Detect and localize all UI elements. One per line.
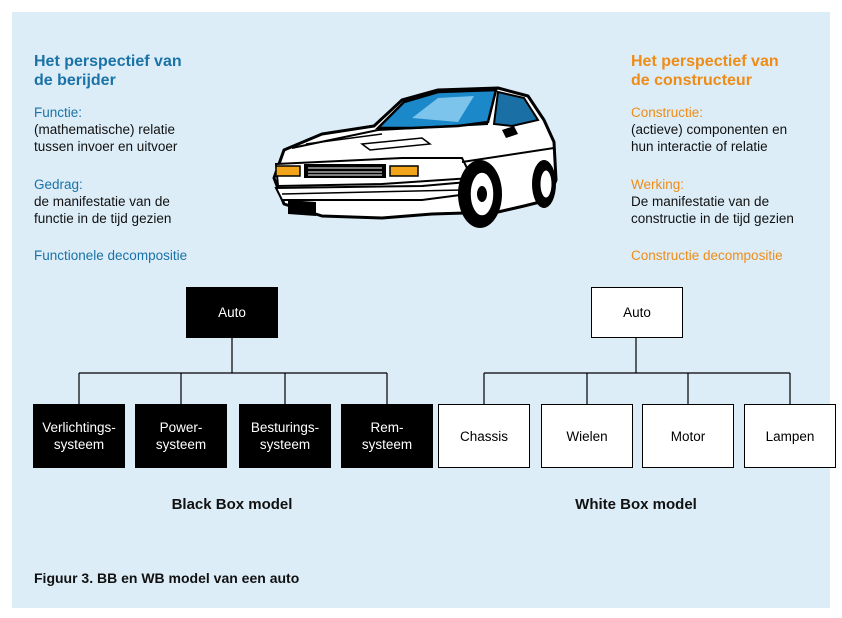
bb-child-node-1: Verlichtings-systeem — [33, 404, 125, 468]
gedrag-text-line2: functie in de tijd gezien — [34, 211, 172, 226]
wb-root-label: Auto — [623, 305, 651, 320]
functie-label: Functie: — [34, 105, 83, 120]
constructie-text: (actieve) componenten en hun interactie … — [631, 121, 787, 155]
right-title-line1: Het perspectief van — [631, 53, 779, 70]
black-box-model-label: Black Box model — [171, 496, 293, 513]
left-title-line1: Het perspectief van — [34, 53, 182, 70]
car-illustration — [272, 86, 558, 228]
gedrag-text: de manifestatie van de functie in de tij… — [34, 193, 171, 227]
bb-child-4-line1: Rem- — [370, 420, 404, 435]
bb-child-3-line1: Besturings- — [250, 420, 320, 435]
constructie-text-line1: (actieve) componenten en — [631, 122, 788, 137]
bb-child-1-line2: systeem — [53, 437, 105, 452]
wb-child-node-4: Lampen — [744, 404, 836, 468]
functie-text-line2: tussen invoer en uitvoer — [34, 139, 178, 154]
right-title: Het perspectief van de constructeur — [631, 52, 779, 90]
bb-child-3-line2: systeem — [259, 437, 311, 452]
wb-child-3-label: Motor — [670, 428, 706, 444]
wb-child-1-label: Chassis — [459, 428, 508, 444]
werking-text-line2: constructie in de tijd gezien — [631, 211, 794, 226]
gedrag-text-line1: de manifestatie van de — [34, 194, 170, 209]
bb-child-2-line2: systeem — [155, 437, 207, 452]
bb-child-node-2: Power-systeem — [135, 404, 227, 468]
bb-root-node: Auto — [186, 287, 278, 338]
wb-child-node-3: Motor — [642, 404, 734, 468]
bb-child-2-line1: Power- — [159, 420, 203, 435]
left-title: Het perspectief van de berijder — [34, 52, 182, 90]
functionele-decompositie: Functionele decompositie — [34, 248, 188, 263]
wb-root-node: Auto — [591, 287, 683, 338]
wb-child-node-1: Chassis — [438, 404, 530, 468]
constructie-text-line2: hun interactie of relatie — [631, 139, 768, 154]
functie-text: (mathematische) relatie tussen invoer en… — [34, 121, 177, 155]
werking-label: Werking: — [631, 177, 685, 192]
bb-child-1-line1: Verlichtings- — [42, 420, 116, 435]
functie-text-line1: (mathematische) relatie — [34, 122, 176, 137]
bb-root-label: Auto — [218, 305, 246, 320]
bb-child-node-3: Besturings-systeem — [239, 404, 331, 468]
bb-child-4-line2: systeem — [361, 437, 413, 452]
gedrag-label: Gedrag: — [34, 177, 83, 192]
white-box-model-label: White Box model — [575, 496, 697, 513]
figure-caption: Figuur 3. BB en WB model van een auto — [34, 570, 300, 586]
wb-child-4-label: Lampen — [765, 428, 815, 444]
werking-text: De manifestatie van de constructie in de… — [631, 193, 794, 227]
wb-child-2-label: Wielen — [566, 428, 608, 444]
werking-text-line1: De manifestatie van de — [631, 194, 770, 209]
right-title-line2: de constructeur — [631, 72, 752, 89]
left-title-line2: de berijder — [34, 72, 116, 89]
bb-child-node-4: Rem-systeem — [341, 404, 433, 468]
constructie-decompositie: Constructie decompositie — [631, 248, 783, 263]
wb-child-node-2: Wielen — [541, 404, 633, 468]
constructie-label: Constructie: — [631, 105, 704, 120]
